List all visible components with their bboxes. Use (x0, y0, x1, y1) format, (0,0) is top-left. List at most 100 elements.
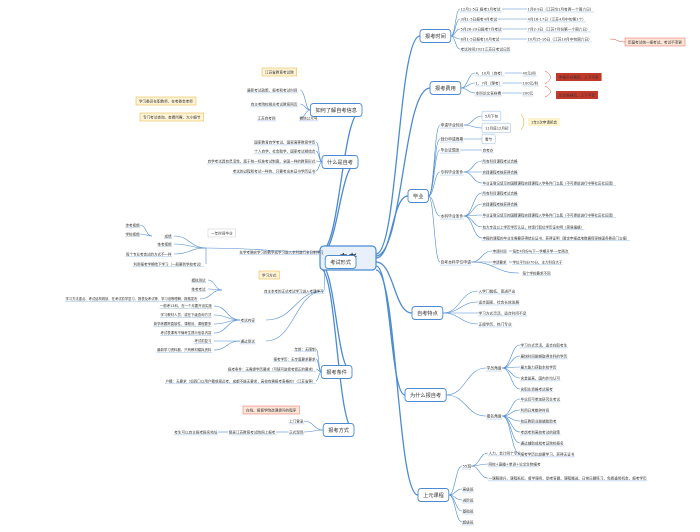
connector (139, 233, 153, 237)
fee-note-text: 申报平台费用、上下不变 (559, 74, 599, 79)
branch-exam-time-box[interactable] (419, 29, 452, 43)
exam-time-date-text: 10月15-16日（江苏10月中旬周六日） (528, 36, 592, 41)
branch-conditions[interactable]: 报考条件 (320, 365, 353, 379)
grad-bachelor-item: 实践课程考核获得合格 (482, 201, 518, 208)
connector (428, 138, 441, 197)
branch-why-label: 为什么报自考 (410, 391, 441, 399)
what-item-text: 考试的过程和考试一样的、只要考出来证书学历证书 (233, 168, 316, 173)
course-high-item: 人力、会计网个专业 (488, 450, 522, 457)
grad-junior-item-text: 实践课程考核获得合格 (483, 169, 518, 174)
connector (463, 124, 483, 129)
connector (375, 269, 419, 496)
branch-exam-fee-box[interactable] (429, 81, 462, 95)
why-pass-text: 报名角度 (487, 413, 502, 418)
branch-graduation-label: 毕业 (413, 192, 423, 200)
connector (502, 344, 521, 369)
study-method-text: 练考考试 (192, 286, 206, 291)
branch-exam-time[interactable]: 报考时间 (419, 29, 452, 43)
branch-learn-more[interactable]: 如何了解自考信息 (309, 103, 363, 117)
fee-amount: 200元 (522, 91, 534, 97)
branch-method[interactable]: 报考方式 (322, 423, 355, 437)
branch-exam-fee[interactable]: 报考费用 (429, 81, 462, 95)
why-pass-item: 利用日常散碎时间 (520, 407, 550, 414)
branch-features-box[interactable] (411, 306, 444, 320)
grad-cert: 毕业证颁发 (440, 147, 460, 154)
why-pass-item: 报考学历比较要学习、获得无证书 (520, 451, 575, 458)
why-adv-item: 含职业资格考试报考 (520, 386, 554, 393)
connector (463, 215, 483, 228)
branch-what-box[interactable] (321, 155, 359, 169)
study-content-item: 一般考13科、在一个月要开设实施 (159, 303, 212, 309)
fee-bracket (544, 70, 551, 85)
branch-features[interactable]: 自考特点 (411, 306, 444, 320)
grad-degree: 自考本科学位申请 (440, 259, 472, 266)
fee-note: 申报平台费用、上下不变 (556, 73, 602, 81)
study-leaf: 传考视频 (125, 222, 140, 229)
exam-time-period-text: 考试时间2021江苏日考试日历 (461, 46, 511, 51)
exam-time-period: 3月1-5日报考4月考试 (460, 16, 498, 23)
what-item-text: 国家教育自学考试、国家高等教育学历 (254, 139, 315, 144)
why-adv-item-text: 含职业资格考试报考 (521, 386, 554, 391)
grad-bachelor-item: 所有科目课程考试合格 (482, 190, 518, 197)
what-item-text: 自学考试具有灵活性、属于统一标准考试制度、全国一样的教育形式 (208, 158, 316, 163)
grad-junior-item-text: 毕业证登记填写的国籍课程实践课程入学条件门立属（不可提前进行中等社区社区团） (483, 180, 616, 185)
learn-note: 学习委员在职教师、在考委会老师 (135, 96, 197, 106)
grad-bachelor-item: 毕业证登记填写的国籍课程实践课程入学条件门立属（不可提前进行中等社区社区团） (482, 212, 616, 219)
grad-degree-text: 自考本科学位申请 (441, 259, 472, 264)
grad-bachelor: 本科毕业条件 (440, 213, 464, 220)
exam-time-period-text: 5月26-29日报考7月考试 (461, 26, 503, 31)
branch-graduation[interactable]: 毕业 (407, 189, 429, 203)
course-high-item: 网校+直播+单讲+论文生物报考 (488, 461, 541, 468)
branch-study-box[interactable] (324, 255, 357, 269)
feature-item: 正规学历、热门专业 (478, 321, 513, 328)
branch-learn-more-box[interactable] (309, 103, 363, 117)
connector (450, 35, 461, 50)
study-paper-item-text: 最新学习资料都，只有教材模拟资料 (157, 347, 212, 352)
fee-item: 本科论文答辩费 (475, 90, 502, 97)
learn-item: 江苏自考网 (257, 115, 276, 122)
what-item: 自学考试具有灵活性、属于统一标准考试制度、全国一样的教育形式 (207, 158, 316, 165)
grad-bachelor-item-text: 实践课程考核获得合格 (483, 201, 518, 206)
connector (502, 367, 521, 390)
connector (448, 494, 463, 523)
degree-value-text: 每个学校要求不同 (523, 270, 551, 275)
grad-apply-note-box (528, 118, 560, 126)
connector (428, 124, 441, 197)
branch-conditions-box[interactable] (320, 365, 353, 379)
connector (471, 261, 520, 274)
study-leaf-text: 学校视频 (126, 231, 140, 236)
why-pass-item: 毕业后可参加研究生考试 (520, 396, 561, 403)
connector (471, 463, 489, 467)
branch-courses[interactable]: 上元课程 (417, 488, 450, 502)
fee-amount-text: 100元/科 (523, 80, 539, 85)
branch-why-box[interactable] (404, 388, 447, 402)
grad-bachelor-item: 有大专及以上学历学历认证，持现行职位学历证实明（简易编辑） (482, 224, 585, 231)
learn-note-box (135, 96, 197, 106)
connector (303, 420, 324, 431)
degree-value: 每个学校要求不同 (522, 270, 551, 277)
study-leaf: 练考视频 (157, 241, 172, 248)
connector (213, 340, 241, 351)
why-pass-item-text: 校区教职业能辅助助考 (521, 418, 557, 423)
branch-what[interactable]: 什么是自考 (321, 155, 359, 169)
exam-time-period: 5月26-29日报考7月考试 (460, 26, 503, 33)
exam-time-period-text: 12月1-5日 报考1月考试 (461, 6, 501, 11)
connector (428, 195, 441, 263)
method-onsite-text: 正式现场 (289, 429, 304, 434)
branch-method-box[interactable] (322, 423, 355, 437)
grad-bachelor-item-text: 所有科目课程考试合格 (483, 190, 518, 195)
branch-why[interactable]: 为什么报自考 (404, 388, 447, 402)
grad-apply-time-box (481, 110, 502, 122)
degree-value-text: 学位平均分70分、主力科目大于 (513, 259, 563, 264)
study-content-item-text: 考试表课有不懂考生提示信息内容 (161, 330, 212, 335)
connector (446, 394, 487, 417)
branch-study[interactable]: 考试形式 (324, 255, 357, 269)
learn-note-text: 学习委员在职教师、在考委会老师 (139, 98, 193, 103)
branch-graduation-box[interactable] (407, 189, 429, 203)
study-leaf-text: 利用报考学期给下学习（一般要到学校考试） (134, 261, 204, 266)
grad-cert-value: 自考办 (482, 147, 494, 154)
branch-courses-box[interactable] (417, 488, 450, 502)
grad-period-value: 春节 (481, 133, 496, 145)
why-adv-item-text: 最快时间能够取得本科的学历 (521, 353, 568, 358)
learn-item: 最新考试政策、报考和考试时间 (246, 87, 298, 94)
